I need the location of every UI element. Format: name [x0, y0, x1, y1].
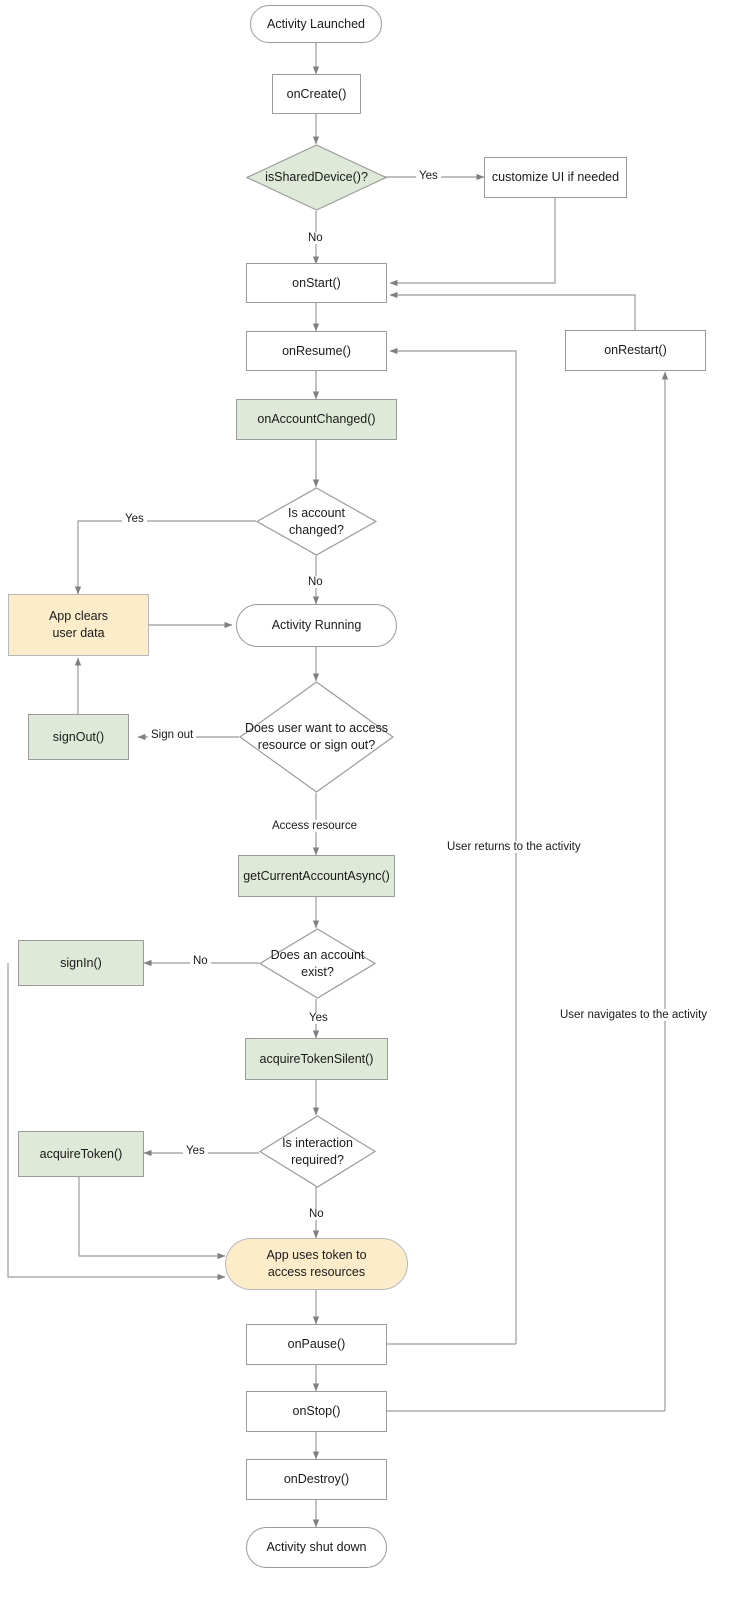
- edge-label-account-changed-no: No: [305, 576, 326, 588]
- node-label: acquireToken(): [39, 1146, 123, 1161]
- diamond-shape: [258, 1115, 377, 1188]
- edge-label-account-exist-no: No: [190, 955, 211, 967]
- node-app-clears-user-data[interactable]: App clears user data: [8, 594, 149, 656]
- diamond-shape: [255, 487, 378, 556]
- node-activity-shut-down[interactable]: Activity shut down: [246, 1527, 387, 1568]
- node-sign-in[interactable]: signIn(): [18, 940, 144, 986]
- node-on-destroy[interactable]: onDestroy(): [246, 1459, 387, 1500]
- edge-label-interaction-no: No: [306, 1208, 327, 1220]
- node-on-account-changed[interactable]: onAccountChanged(): [236, 399, 397, 440]
- edge-label-shared-device-yes: Yes: [416, 170, 441, 182]
- node-label: onCreate(): [286, 86, 347, 101]
- node-label: Activity shut down: [266, 1540, 367, 1555]
- node-on-create[interactable]: onCreate(): [272, 74, 361, 114]
- edge-label-shared-device-no: No: [305, 232, 326, 244]
- node-label: onStart(): [292, 275, 341, 290]
- node-on-restart[interactable]: onRestart(): [565, 330, 706, 371]
- node-app-uses-token[interactable]: App uses token to access resources: [225, 1238, 408, 1290]
- node-does-user-want[interactable]: Does user want to access resource or sig…: [238, 681, 395, 793]
- node-label: onAccountChanged(): [257, 412, 376, 427]
- node-activity-running[interactable]: Activity Running: [236, 604, 397, 647]
- node-label: acquireTokenSilent(): [259, 1051, 374, 1066]
- node-does-account-exist[interactable]: Does an account exist?: [258, 928, 377, 999]
- node-acquire-token-silent[interactable]: acquireTokenSilent(): [245, 1038, 388, 1080]
- node-label: getCurrentAccountAsync(): [243, 868, 390, 883]
- edge-label-user-returns: User returns to the activity: [444, 841, 584, 853]
- diamond-shape: [238, 681, 395, 793]
- edge-label-sign-out: Sign out: [148, 729, 197, 741]
- node-on-resume[interactable]: onResume(): [246, 331, 387, 371]
- node-label: signOut(): [52, 729, 105, 744]
- node-label-line1: App clears: [48, 609, 109, 624]
- edge-label-account-exist-yes: Yes: [306, 1012, 331, 1024]
- edge-label-account-changed-yes: Yes: [122, 513, 147, 525]
- node-label: onRestart(): [604, 343, 667, 358]
- node-is-interaction-required[interactable]: Is interaction required?: [258, 1115, 377, 1188]
- node-label-line1: App uses token to: [266, 1248, 367, 1263]
- edge-label-access-resource: Access resource: [269, 820, 361, 832]
- node-is-shared-device[interactable]: isSharedDevice()?: [245, 144, 388, 211]
- node-label: onStop(): [292, 1404, 341, 1419]
- node-on-start[interactable]: onStart(): [246, 263, 387, 303]
- node-get-current-account-async[interactable]: getCurrentAccountAsync(): [238, 855, 395, 897]
- node-customize-ui[interactable]: customize UI if needed: [484, 157, 627, 198]
- node-on-stop[interactable]: onStop(): [246, 1391, 387, 1432]
- edge-label-user-navigates: User navigates to the activity: [557, 1009, 711, 1021]
- node-label-line2: user data: [52, 626, 105, 640]
- node-label: onResume(): [282, 343, 351, 358]
- node-label: customize UI if needed: [491, 170, 620, 185]
- diamond-shape: [245, 144, 388, 211]
- edge-label-interaction-yes: Yes: [183, 1145, 208, 1157]
- node-acquire-token[interactable]: acquireToken(): [18, 1131, 144, 1177]
- node-label-line2: access resources: [267, 1265, 366, 1279]
- node-label: Activity Running: [271, 618, 362, 633]
- node-label: signIn(): [60, 955, 102, 970]
- node-label: onDestroy(): [283, 1472, 350, 1487]
- node-label: Activity Launched: [267, 16, 365, 31]
- node-is-account-changed[interactable]: Is account changed?: [255, 487, 378, 556]
- diamond-shape: [258, 928, 377, 999]
- node-activity-launched[interactable]: Activity Launched: [250, 5, 382, 43]
- node-sign-out[interactable]: signOut(): [28, 714, 129, 760]
- node-label: onPause(): [287, 1337, 346, 1352]
- node-on-pause[interactable]: onPause(): [246, 1324, 387, 1365]
